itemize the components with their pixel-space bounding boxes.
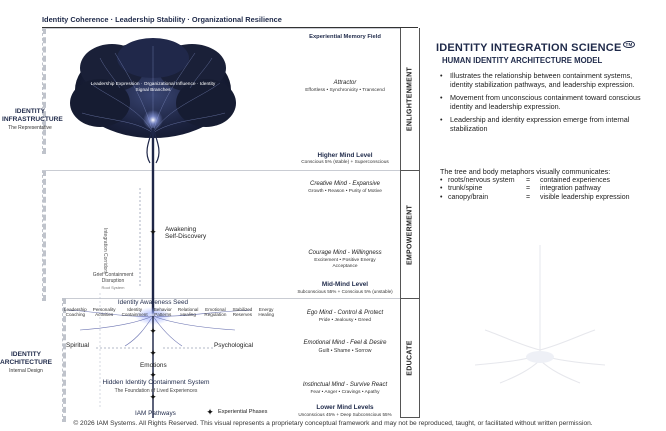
mid-divider: [62, 298, 400, 299]
top-banner: Identity Coherence · Leadership Stabilit…: [42, 15, 282, 24]
phase-star-1: ✦: [149, 326, 157, 336]
phase-star-3: ✦: [149, 370, 157, 380]
mid-mind-title: Mid-Mind Level: [321, 281, 369, 288]
panel-subtitle: HUMAN IDENTITY ARCHITECTURE MODEL: [442, 56, 603, 65]
phase-star-4: ✦: [149, 392, 157, 402]
watermark-tree-icon: [474, 245, 606, 384]
ego-mind-title: Ego Mind - Control & Protect: [306, 310, 384, 316]
psychological-label: Psychological: [214, 342, 254, 349]
memory-field-label: Experiential Memory Field: [309, 34, 381, 40]
higher-mind-title: Higher Mind Level: [317, 152, 373, 159]
seed-label: Identity Awareness Seed: [117, 299, 189, 306]
integration-corridors-label: Integration Corridors: [102, 228, 108, 274]
instinctual-mind-title: Instinctual Mind - Survive React: [302, 382, 388, 388]
phase-star-awakening: ✦: [149, 227, 157, 237]
frame-top-line: [42, 28, 400, 29]
metaphor-row: •canopy/brain=visible leadership express…: [440, 193, 630, 201]
lower-mind-sub: Unconscious 45% + Deep Subconscious 55%: [298, 412, 392, 417]
band-enlightenment: ENLIGHTENMENT: [400, 28, 420, 170]
instinctual-mind-sub: Fear • Anger • Cravings • Apathy: [310, 390, 380, 395]
canopy-label: Leadership Expression · Organizational I…: [90, 82, 216, 93]
root-system: [67, 309, 251, 418]
frame-left-inner: [62, 298, 66, 422]
hidden-containment-title: Hidden Identity Containment System: [102, 379, 210, 386]
canopy-brain: [70, 38, 236, 138]
experiential-phases-label: Experiential Phases: [218, 409, 268, 415]
band-empowerment: EMPOWERMENT: [400, 170, 420, 299]
creative-mind-sub: Growth • Reason • Purity of Motive: [308, 189, 382, 194]
courage-mind-title: Courage Mind - Willingness: [308, 250, 382, 256]
frame-left-line: [42, 28, 46, 154]
top-divider: [42, 27, 418, 28]
grief-label: Grief Containment Disruption Root System: [92, 272, 134, 290]
panel-bullet: Illustrates the relationship between con…: [440, 71, 652, 89]
ego-mind-sub: Pride • Jealousy • Greed: [318, 318, 372, 323]
frame-left-line-lower: [42, 170, 46, 301]
infrastructure-sub: The Representative: [8, 125, 52, 131]
panel-bullet: Leadership and identity expression emerg…: [440, 116, 652, 133]
emotional-mind-title: Emotional Mind - Feel & Desire: [303, 340, 387, 346]
metaphor-list: •roots/nervous system=contained experien…: [440, 177, 660, 202]
hidden-containment-sub: The Foundation of Lived Experiences: [114, 388, 198, 394]
higher-mind-sub: Conscious 5% (stable) + Superconscious: [301, 160, 389, 165]
footer-copyright: © 2026 IAM Systems. All Rights Reserved.…: [73, 420, 593, 427]
experiential-phases-icon: ✦: [206, 407, 214, 417]
higher-divider: [42, 170, 400, 171]
metaphor-row: •roots/nervous system=contained experien…: [440, 177, 611, 184]
metaphor-intro: The tree and body metaphors visually com…: [440, 167, 611, 176]
architecture-title: IDENTITY ARCHITECTURE: [0, 351, 53, 366]
emotions-label: Emotions: [140, 362, 167, 369]
courage-mind-sub: Excitement • Positive Energy Acceptance: [314, 258, 376, 269]
panel-bullets: Illustrates the relationship between con…: [440, 71, 652, 139]
architecture-sub: Internal Design: [9, 368, 43, 374]
creative-mind-title: Creative Mind - Expansive: [309, 181, 381, 187]
iam-pathways-label: IAM Pathways: [135, 410, 176, 417]
lower-mind-title: Lower Mind Levels: [316, 404, 374, 411]
infrastructure-title: IDENTITY INFRASTRUCTURE: [2, 108, 63, 123]
emotional-mind-sub: Guilt • Shame • Sorrow: [318, 348, 372, 354]
trademark-mark: TM: [623, 41, 635, 49]
attractor-sub: Effortless • Synchronicity • Transcend: [305, 88, 385, 93]
metaphor-row: •trunk/spine=integration pathway: [440, 185, 601, 193]
spiritual-label: Spiritual: [66, 342, 90, 349]
awakening-label: Awakening Self-Discovery: [165, 226, 207, 241]
mid-mind-sub: Subconscious 55% + Conscious 5% (unstabl…: [297, 289, 393, 294]
panel-bullet: Movement from unconscious containment to…: [440, 93, 652, 111]
band-educate: EDUCATE: [400, 298, 420, 418]
tree-illustration: [67, 38, 251, 418]
phase-star-2: ✦: [149, 348, 157, 358]
attractor-title: Attractor: [333, 80, 357, 86]
